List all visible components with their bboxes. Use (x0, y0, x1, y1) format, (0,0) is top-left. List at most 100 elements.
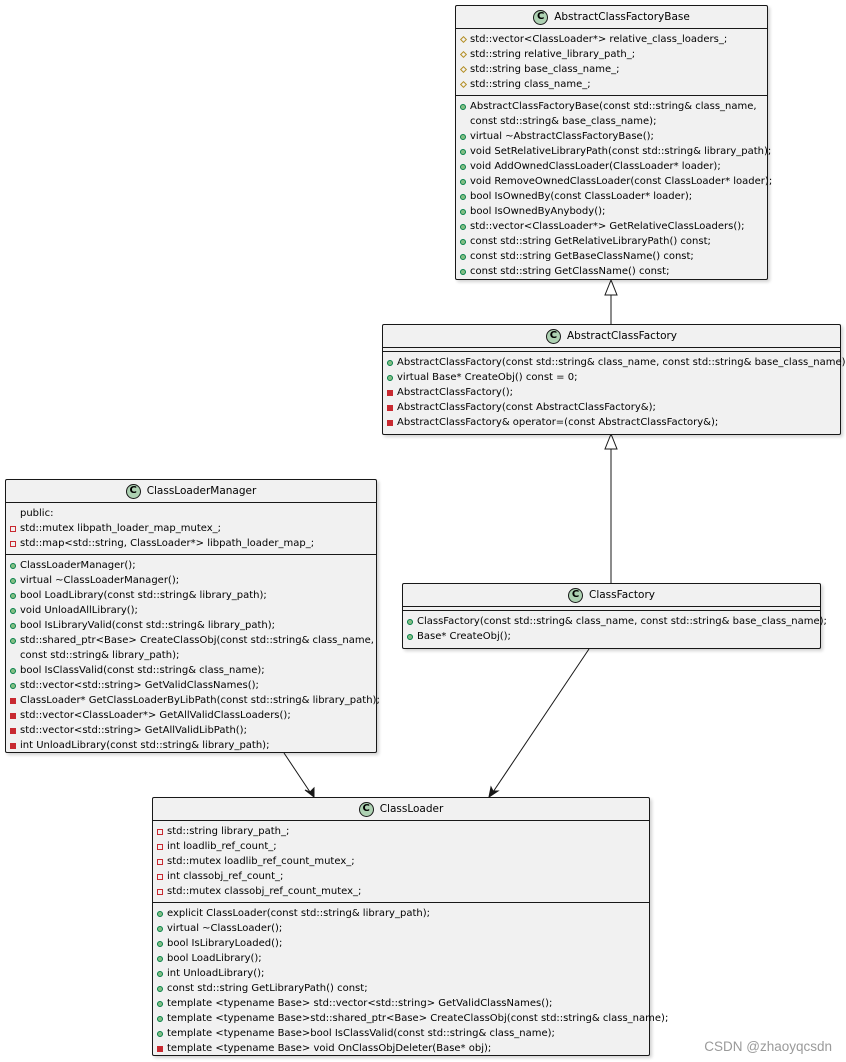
method: AbstractClassFactory(); (387, 385, 840, 400)
class-name: AbstractClassFactory (566, 330, 678, 342)
private-icon (157, 888, 163, 895)
method: AbstractClassFactory(const std::string& … (387, 355, 846, 370)
class-icon: C (358, 801, 374, 817)
protected-icon (459, 65, 468, 74)
class-header: C AbstractClassFactoryBase (456, 6, 767, 29)
public-icon (407, 618, 413, 625)
public-icon (460, 103, 466, 110)
method: const std::string GetBaseClassName() con… (460, 249, 767, 264)
method: bool IsLibraryLoaded(); (157, 936, 649, 951)
association-edge-manager-to-loader (283, 752, 313, 796)
class-name: ClassLoaderManager (146, 485, 257, 497)
public-icon (460, 193, 466, 200)
public-icon (10, 622, 16, 629)
method: bool LoadLibrary(); (157, 951, 649, 966)
method-continuation: const std::string& base_class_name); (470, 116, 657, 127)
public-icon (10, 577, 16, 584)
method: std::vector<ClassLoader*> GetAllValidCla… (10, 708, 376, 723)
protected-icon (459, 80, 468, 89)
public-icon (460, 178, 466, 185)
association-arrowhead-factory (488, 785, 500, 799)
class-icon: C (125, 483, 141, 499)
field: std::mutex loadlib_ref_count_mutex_; (157, 854, 649, 869)
method: int UnloadLibrary(); (157, 966, 649, 981)
class-header: C ClassLoader (153, 798, 649, 821)
private-icon (157, 873, 163, 880)
class-class-factory: C ClassFactory ClassFactory(const std::s… (402, 583, 827, 649)
watermark: CSDN @zhaoyqcsdn (704, 1039, 832, 1054)
public-icon (387, 359, 393, 366)
private-icon (10, 540, 16, 547)
public-icon (10, 592, 16, 599)
method: AbstractClassFactory(const AbstractClass… (387, 400, 840, 415)
fields-section: std::vector<ClassLoader*> relative_class… (456, 29, 767, 95)
public-icon (407, 633, 413, 640)
field: std::string class_name_; (459, 77, 767, 92)
protected-icon (459, 50, 468, 59)
public-icon (157, 910, 163, 917)
public-icon (10, 682, 16, 689)
public-icon (460, 163, 466, 170)
public-icon (157, 1000, 163, 1007)
access-label: public: (20, 508, 54, 519)
field: std::mutex classobj_ref_count_mutex_; (157, 884, 649, 899)
inheritance-arrowhead-abstract (604, 432, 618, 450)
class-class-loader: C ClassLoader std::string library_path_;… (152, 797, 668, 1059)
methods-section: AbstractClassFactoryBase(const std::stri… (456, 95, 772, 282)
public-icon (157, 925, 163, 932)
class-header: C AbstractClassFactory (383, 325, 840, 348)
method: bool IsOwnedBy(const ClassLoader* loader… (460, 189, 767, 204)
method: const std::string GetRelativeLibraryPath… (460, 234, 767, 249)
method: Base* CreateObj(); (407, 629, 820, 644)
private-icon (387, 404, 393, 411)
public-icon (387, 374, 393, 381)
method: void UnloadAllLibrary(); (10, 603, 376, 618)
protected-icon (459, 35, 468, 44)
public-icon (10, 637, 16, 644)
method: bool IsLibraryValid(const std::string& l… (10, 618, 376, 633)
methods-section: explicit ClassLoader(const std::string& … (153, 902, 668, 1059)
public-icon (460, 253, 466, 260)
method: ClassLoader* GetClassLoaderByLibPath(con… (10, 693, 380, 708)
public-icon (10, 667, 16, 674)
method: ClassLoaderManager(); (10, 558, 376, 573)
private-icon (157, 858, 163, 865)
public-icon (157, 940, 163, 947)
field: std::map<std::string, ClassLoader*> libp… (10, 536, 376, 551)
class-icon: C (545, 328, 561, 344)
public-icon (157, 955, 163, 962)
private-icon (10, 525, 16, 532)
method: AbstractClassFactory& operator=(const Ab… (387, 415, 840, 430)
private-icon (10, 712, 16, 719)
private-icon (10, 697, 16, 704)
class-icon: C (568, 587, 583, 603)
method: std::shared_ptr<Base> CreateClassObj(con… (10, 633, 376, 648)
public-icon (157, 1015, 163, 1022)
private-icon (157, 843, 163, 850)
class-name: AbstractClassFactoryBase (554, 11, 690, 23)
method: virtual ~ClassLoaderManager(); (10, 573, 376, 588)
method: void RemoveOwnedClassLoader(const ClassL… (460, 174, 772, 189)
fields-section: std::string library_path_; int loadlib_r… (153, 821, 649, 902)
method: virtual Base* CreateObj() const = 0; (387, 370, 840, 385)
class-name: ClassLoader (379, 803, 444, 815)
public-icon (10, 562, 16, 569)
method: virtual ~AbstractClassFactoryBase(); (460, 129, 767, 144)
class-abstract-class-factory: C AbstractClassFactory AbstractClassFact… (382, 324, 846, 435)
method: bool IsClassValid(const std::string& cla… (10, 663, 376, 678)
method: bool IsOwnedByAnybody(); (460, 204, 767, 219)
public-icon (460, 208, 466, 215)
field: std::string relative_library_path_; (459, 47, 767, 62)
class-abstract-class-factory-base: C AbstractClassFactoryBase std::vector<C… (455, 5, 772, 282)
method: int UnloadLibrary(const std::string& lib… (10, 738, 376, 753)
private-icon (10, 727, 16, 734)
class-header: C ClassFactory (403, 584, 820, 607)
class-class-loader-manager: C ClassLoaderManager public: std::mutex … (5, 479, 380, 753)
method: std::vector<std::string> GetValidClassNa… (10, 678, 376, 693)
field: int loadlib_ref_count_; (157, 839, 649, 854)
method: std::vector<ClassLoader*> GetRelativeCla… (460, 219, 767, 234)
method: template <typename Base> std::vector<std… (157, 996, 649, 1011)
public-icon (460, 223, 466, 230)
association-edge-factory-to-loader (490, 648, 590, 796)
